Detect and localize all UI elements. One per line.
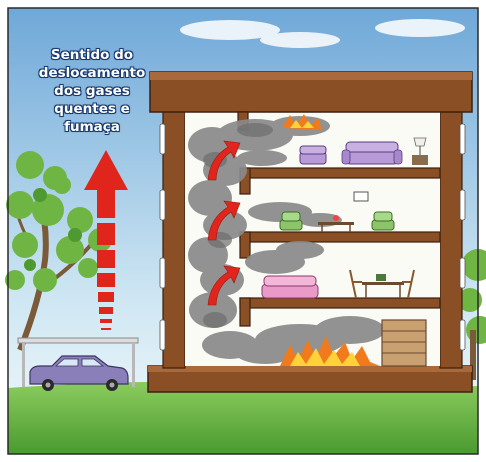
car-icon	[29, 355, 129, 391]
clouds	[180, 19, 465, 48]
caption-line-2: deslocamento	[38, 65, 146, 81]
airflow-caption: Sentido do deslocamento dos gases quente…	[28, 46, 156, 136]
carport	[17, 337, 139, 387]
image-border	[7, 7, 479, 455]
grass-ground	[8, 381, 478, 454]
caption-line-4: quentes e	[54, 101, 130, 117]
table-icon	[349, 269, 415, 299]
fire-icon	[280, 114, 380, 366]
picture-frame-icon	[353, 191, 369, 202]
armchair-icon	[279, 211, 395, 231]
caption-line-3: dos gases	[54, 83, 130, 99]
smoke-icon	[203, 123, 273, 328]
dresser-icon	[381, 319, 427, 367]
armchair-icon	[299, 145, 327, 165]
upward-arrow-icon	[84, 150, 128, 330]
lamp-icon	[412, 137, 428, 165]
tree-icon	[458, 249, 486, 380]
caption-line-5: fumaça	[64, 119, 120, 135]
caption-line-1: Sentido do	[50, 47, 134, 63]
sofa-icon	[261, 275, 319, 299]
airflow-arrow-icon	[207, 140, 241, 306]
table-icon	[318, 215, 354, 232]
sofa-icon	[341, 141, 403, 165]
